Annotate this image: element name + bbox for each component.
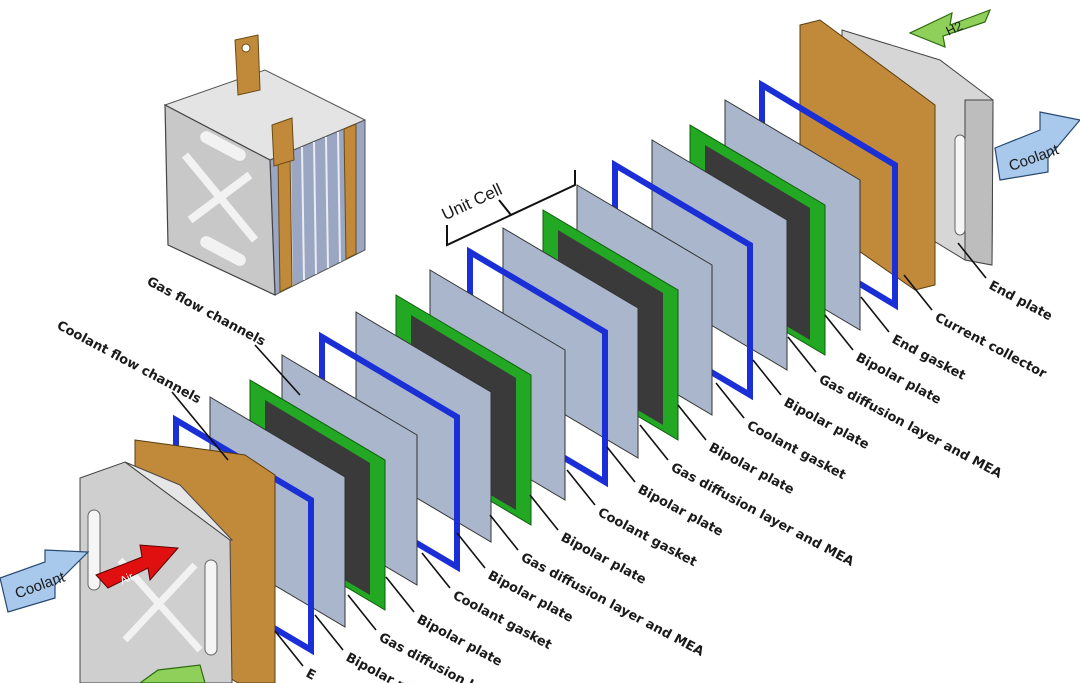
coolant-flow-channels-leader [171, 391, 229, 461]
coolant-in-arrow [0, 549, 90, 613]
component-leader-18 [314, 614, 344, 651]
coolant-flow-channels-label: Coolant flow channels [54, 318, 203, 407]
unit-cell-bracket [446, 170, 576, 247]
component-leader-5 [787, 336, 817, 373]
component-leader-12 [529, 494, 559, 531]
h2-in-arrow [908, 8, 992, 48]
component-label-19: E [303, 666, 318, 683]
component-leader-8 [677, 404, 707, 441]
component-leader-4 [824, 314, 854, 351]
gas-flow-channels-label: Gas flow channels [144, 274, 268, 349]
component-leader-6 [752, 359, 782, 396]
coolant-out-arrow [994, 111, 1080, 181]
air-label: Air [118, 571, 136, 588]
component-leader-13 [489, 514, 519, 551]
component-leader-15 [421, 552, 451, 589]
component-leader-19 [274, 630, 304, 667]
h2-out-arrow-partial [138, 664, 206, 683]
component-leader-16 [385, 576, 415, 613]
component-leader-17 [347, 594, 377, 631]
component-leader-1 [957, 242, 987, 279]
component-leader-7 [715, 382, 745, 419]
unit-cell-label: Unit Cell [439, 180, 505, 224]
component-label-1: End plate [986, 278, 1055, 324]
component-leader-2 [903, 274, 933, 311]
air-in-arrow [95, 544, 180, 589]
h2-label: H2 [943, 18, 964, 39]
component-leader-11 [566, 469, 596, 506]
component-leader-9 [639, 424, 669, 461]
component-leader-14 [456, 532, 486, 569]
assembled-stack [163, 34, 367, 296]
component-leader-10 [606, 446, 636, 483]
gas-flow-channels-leader [254, 344, 301, 396]
component-leader-3 [860, 296, 890, 333]
